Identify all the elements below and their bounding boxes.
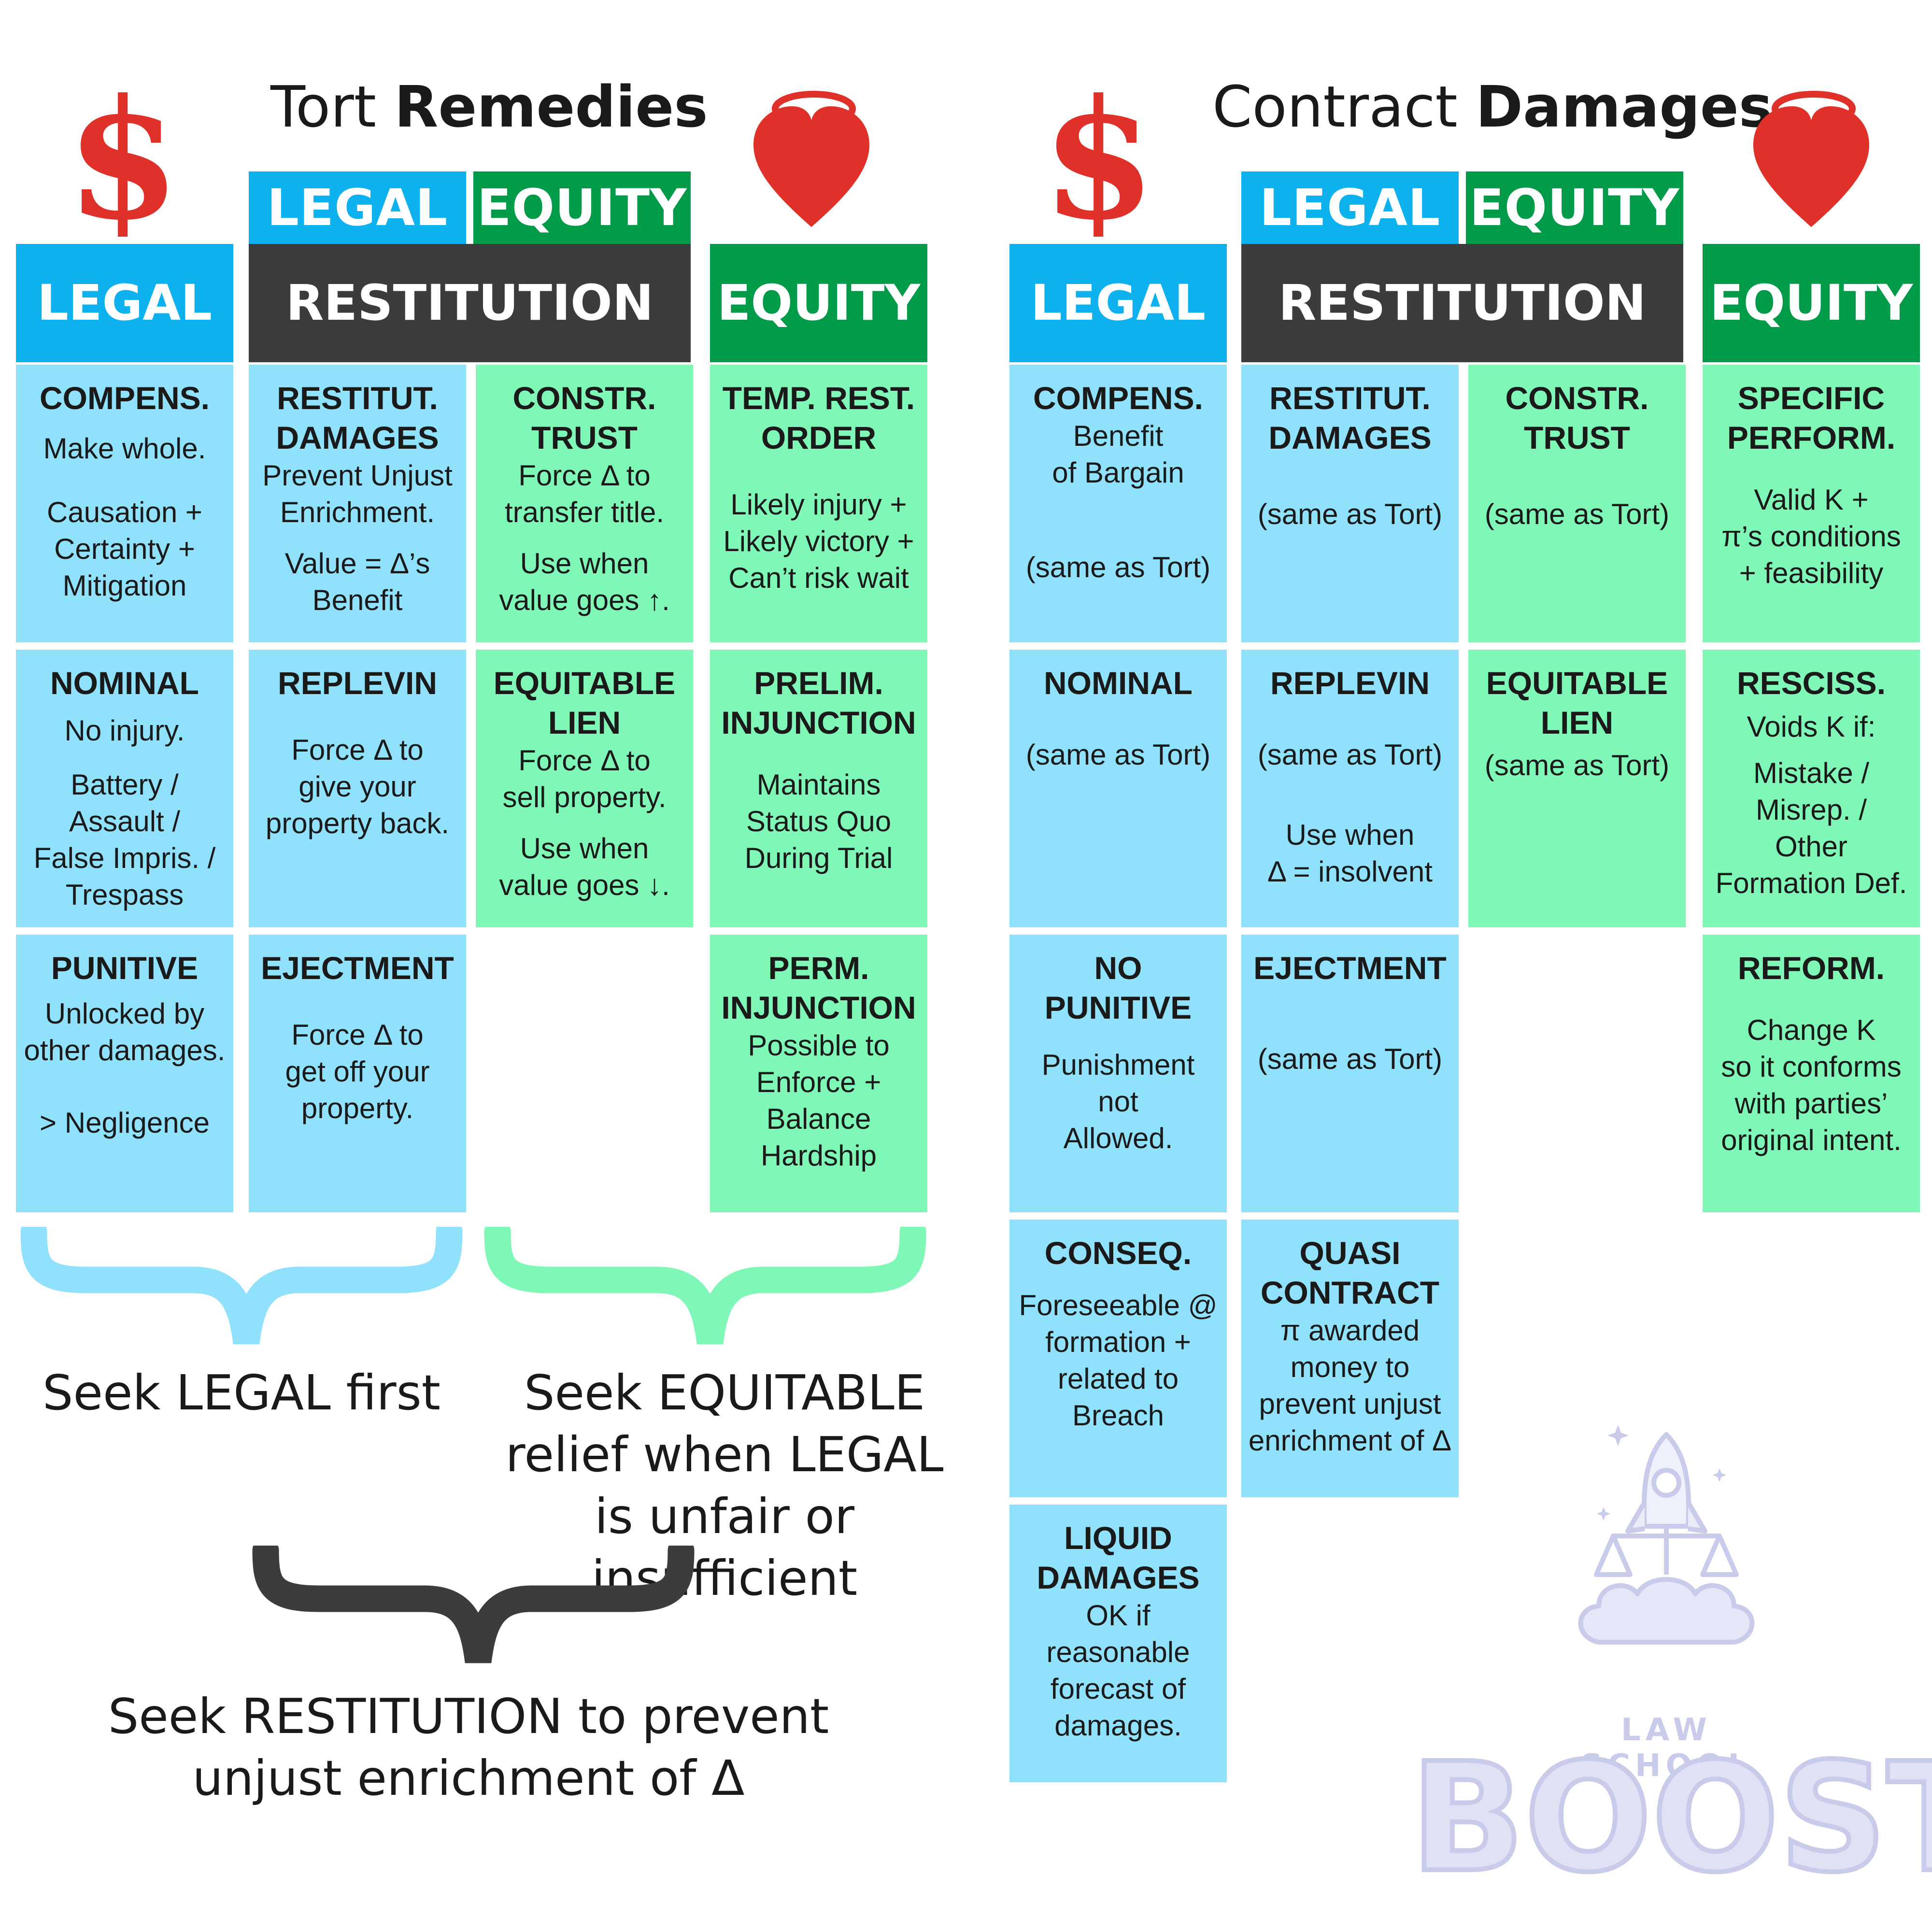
- contract-cell-constr-trust: CONSTR. TRUST (same as Tort): [1468, 365, 1686, 642]
- tort-cell-restitut-damages: RESTITUT. DAMAGES Prevent Unjust Enrichm…: [249, 365, 466, 642]
- contract-cell-nominal: NOMINAL (same as Tort): [1009, 650, 1227, 927]
- contract-cell-reformation: REFORM. Change K so it conforms with par…: [1703, 935, 1920, 1212]
- tort-equity-header: EQUITY: [710, 244, 927, 362]
- svg-text:$: $: [1043, 72, 1154, 237]
- restitution-brace: [252, 1546, 695, 1663]
- caption-restitution: Seek RESTITUTION to prevent unjust enric…: [108, 1688, 829, 1806]
- logo-law-school: LAW SCHOOL: [1580, 1712, 1753, 1784]
- tort-legal-header: LEGAL: [16, 244, 233, 362]
- logo-boost: BOOST: [1408, 1731, 1932, 1905]
- tort-cell-replevin: REPLEVIN Force Δ to give your property b…: [249, 650, 466, 927]
- tort-cell-prelim-injunction: PRELIM. INJUNCTION Maintains Status Quo …: [710, 650, 927, 927]
- tort-cell-temp-rest-order: TEMP. REST. ORDER Likely injury + Likely…: [710, 365, 927, 642]
- tort-cell-compens: COMPENS. Make whole. Causation + Certain…: [16, 365, 233, 642]
- contract-title: Contract Damages: [1212, 73, 1773, 140]
- contract-section: $ Contract Damages LEGAL EQUITY LEGAL RE…: [966, 0, 1932, 1932]
- caption-legal-first: Seek LEGAL first: [43, 1364, 440, 1421]
- contract-cell-quasi-contract: QUASI CONTRACT π awarded money to preven…: [1241, 1220, 1459, 1497]
- dollar-icon: $: [68, 72, 179, 237]
- tort-cell-equitable-lien: EQUITABLE LIEN Force Δ to sell property.…: [476, 650, 693, 927]
- contract-cell-compens: COMPENS. Benefit of Bargain (same as Tor…: [1009, 365, 1227, 642]
- haloed-heart-icon: [753, 91, 869, 227]
- contract-legal-header: LEGAL: [1009, 244, 1227, 362]
- contract-cell-replevin: REPLEVIN (same as Tort) Use when Δ = ins…: [1241, 650, 1459, 927]
- rocket-scale-logo-icon: [1578, 1425, 1755, 1645]
- haloed-heart-icon: [1753, 91, 1869, 227]
- tort-cell-perm-injunction: PERM. INJUNCTION Possible to Enforce + B…: [710, 935, 927, 1212]
- tort-cell-nominal: NOMINAL No injury. Battery / Assault / F…: [16, 650, 233, 927]
- contract-cell-restitut-damages: RESTITUT. DAMAGES (same as Tort): [1241, 365, 1459, 642]
- contract-cell-liquid-damages: LIQUID DAMAGES OK if reasonable forecast…: [1009, 1505, 1227, 1782]
- tort-section: $ Tort Remedies LEGAL EQUITY LEGAL RESTI…: [16, 72, 943, 1806]
- tort-cell-constr-trust: CONSTR. TRUST Force Δ to transfer title.…: [476, 365, 693, 642]
- svg-text:$: $: [68, 72, 179, 237]
- contract-equity-small-header: EQUITY: [1466, 171, 1683, 244]
- tort-legal-small-header: LEGAL: [249, 171, 466, 244]
- contract-cell-equitable-lien: EQUITABLE LIEN (same as Tort): [1468, 650, 1686, 927]
- contract-equity-header: EQUITY: [1703, 244, 1920, 362]
- tort-cell-ejectment: EJECTMENT Force Δ to get off your proper…: [249, 935, 466, 1212]
- equity-brace: [484, 1227, 926, 1345]
- contract-cell-ejectment: EJECTMENT (same as Tort): [1241, 935, 1459, 1212]
- legal-brace: [20, 1227, 463, 1345]
- tort-equity-small-header: EQUITY: [473, 171, 691, 244]
- contract-legal-small-header: LEGAL: [1241, 171, 1459, 244]
- tort-title: Tort Remedies: [270, 73, 708, 140]
- tort-cell-punitive: PUNITIVE Unlocked by other damages. > Ne…: [16, 935, 233, 1212]
- contract-cell-rescission: RESCISS. Voids K if: Mistake / Misrep. /…: [1703, 650, 1920, 927]
- dollar-icon: $: [1043, 72, 1154, 237]
- contract-cell-no-punitive: NO PUNITIVE Punishment not Allowed.: [1009, 935, 1227, 1212]
- tort-restitution-header: RESTITUTION: [249, 244, 691, 362]
- contract-cell-specific-perform: SPECIFIC PERFORM. Valid K + π’s conditio…: [1703, 365, 1920, 642]
- contract-restitution-header: RESTITUTION: [1241, 244, 1683, 362]
- contract-cell-consequential: CONSEQ. Foreseeable @ formation + relate…: [1009, 1220, 1227, 1497]
